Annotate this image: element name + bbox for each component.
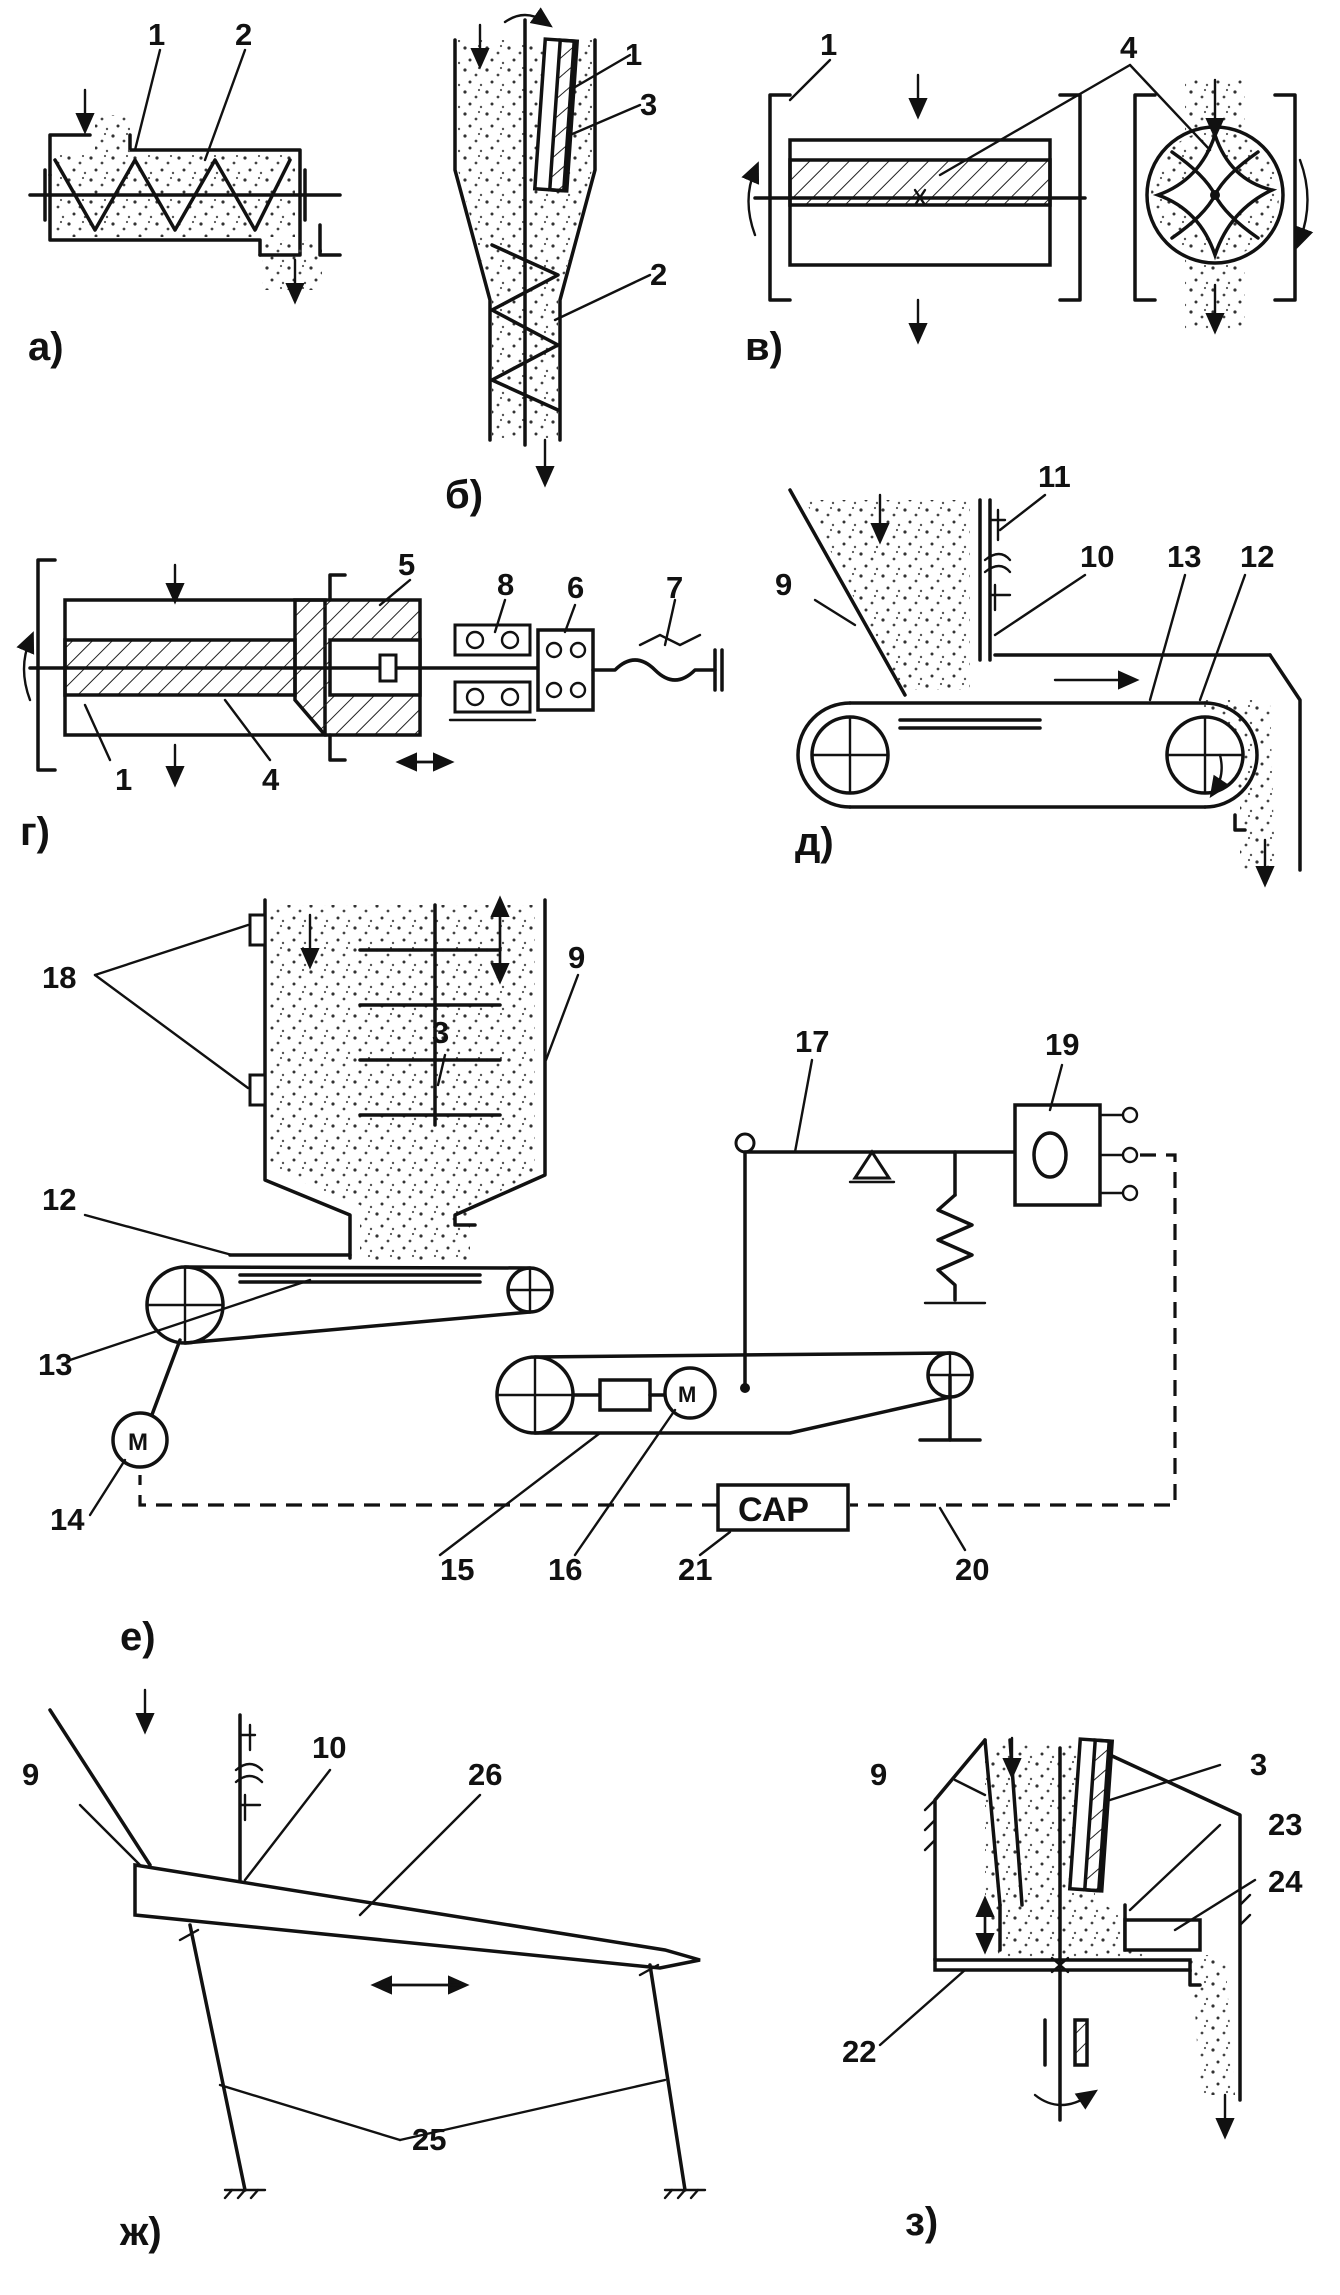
label-d-9: 9 — [775, 567, 792, 602]
label-a-2: 2 — [235, 17, 252, 52]
panel-zh-tray-feeder: 9 10 26 25 ж) — [22, 1688, 707, 2254]
controller-sar-text: САР — [738, 1491, 809, 1529]
caption-b: б) — [445, 473, 483, 517]
label-v-1: 1 — [820, 27, 837, 62]
label-e-14: 14 — [50, 1502, 85, 1537]
label-g-7: 7 — [666, 570, 683, 605]
label-z-24: 24 — [1268, 1864, 1303, 1899]
label-e-15: 15 — [440, 1552, 474, 1587]
label-z-3: 3 — [1250, 1747, 1267, 1782]
motor-16-symbol: М — [678, 1382, 696, 1407]
label-b-2: 2 — [650, 257, 667, 292]
label-g-1: 1 — [115, 762, 132, 797]
label-e-13: 13 — [38, 1347, 72, 1382]
panel-z-disc-feeder: 9 3 23 24 22 з) — [842, 1736, 1303, 2244]
label-e-20: 20 — [955, 1552, 989, 1587]
label-b-3: 3 — [640, 87, 657, 122]
label-a-1: 1 — [148, 17, 165, 52]
label-z-9: 9 — [870, 1757, 887, 1792]
caption-zh: ж) — [119, 2210, 162, 2254]
caption-a: а) — [28, 325, 64, 369]
label-e-18: 18 — [42, 960, 76, 995]
label-z-22: 22 — [842, 2034, 876, 2069]
label-g-5: 5 — [398, 547, 415, 582]
label-v-4: 4 — [1120, 30, 1138, 65]
label-zh-25: 25 — [412, 2122, 446, 2157]
label-e-3: 3 — [432, 1015, 449, 1050]
label-d-10: 10 — [1080, 539, 1114, 574]
panel-v-drum-feeder: 1 4 в) — [741, 27, 1314, 369]
caption-e: е) — [120, 1615, 156, 1659]
label-e-9: 9 — [568, 940, 585, 975]
label-d-12: 12 — [1240, 539, 1274, 574]
caption-d: д) — [795, 820, 834, 864]
label-e-17: 17 — [795, 1024, 829, 1059]
label-zh-10: 10 — [312, 1730, 346, 1765]
label-e-21: 21 — [678, 1552, 712, 1587]
label-zh-26: 26 — [468, 1757, 502, 1792]
label-b-1: 1 — [625, 37, 642, 72]
caption-z: з) — [905, 2200, 938, 2244]
label-zh-9: 9 — [22, 1757, 39, 1792]
panel-a-screw-feeder: 1 2 а) — [28, 17, 342, 369]
panel-b-vertical-screw: 1 3 2 б) — [445, 7, 667, 517]
label-e-12: 12 — [42, 1182, 76, 1217]
label-d-13: 13 — [1167, 539, 1201, 574]
panel-e-weighing-feeder: М М — [38, 895, 1177, 1659]
label-g-4: 4 — [262, 762, 280, 797]
label-g-6: 6 — [567, 570, 584, 605]
caption-g: г) — [20, 810, 50, 854]
label-e-19: 19 — [1045, 1027, 1079, 1062]
label-e-16: 16 — [548, 1552, 582, 1587]
label-d-11: 11 — [1038, 459, 1071, 494]
label-g-8: 8 — [497, 567, 514, 602]
panel-g-axial-drum: 5 8 6 7 1 4 г) — [16, 547, 724, 854]
caption-v: в) — [745, 325, 783, 369]
label-z-23: 23 — [1268, 1807, 1302, 1842]
panel-d-belt-feeder: 11 9 10 13 12 д) — [775, 459, 1302, 888]
motor-14-symbol: М — [128, 1429, 148, 1456]
